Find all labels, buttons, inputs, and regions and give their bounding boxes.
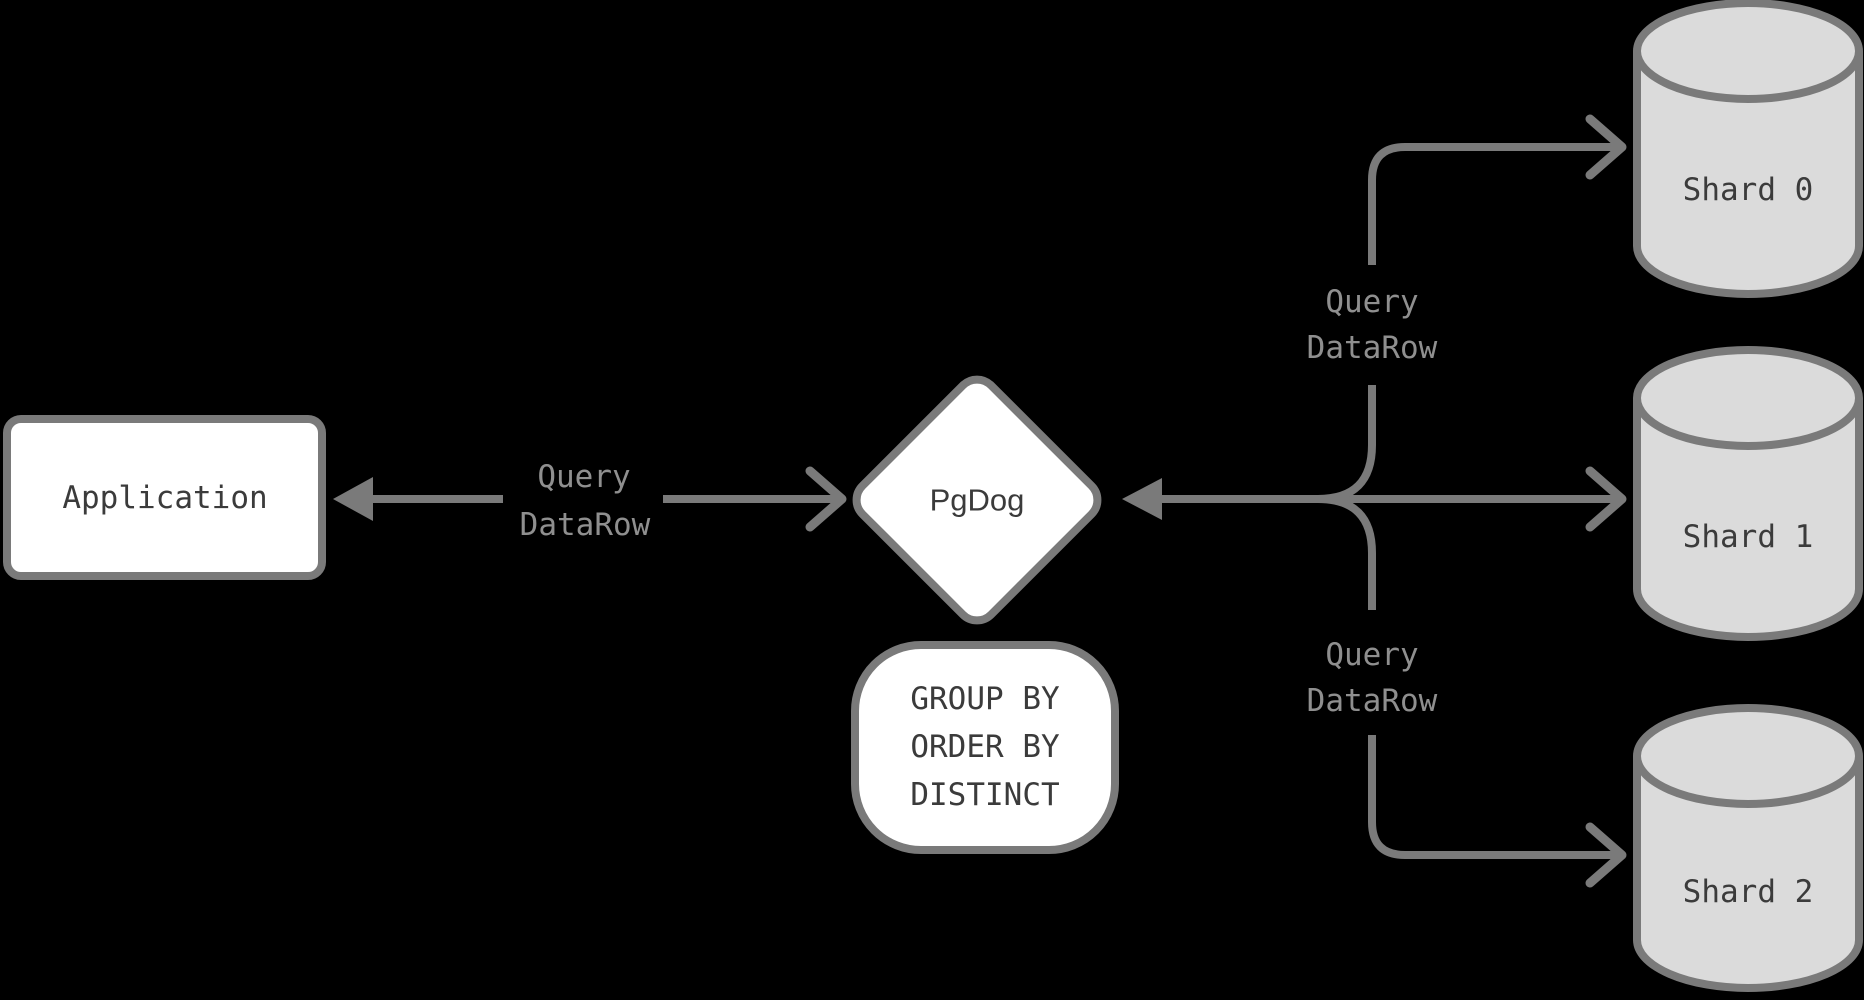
shard2-cylinder: Shard 2 [1633, 704, 1863, 992]
pgdog-diamond [852, 375, 1102, 625]
edge-branch-up-junction [1317, 385, 1376, 503]
shard2-cylinder-body [1633, 704, 1863, 992]
arrowhead-into-shard2 [1585, 822, 1627, 888]
arrowhead-into-shard1 [1585, 466, 1627, 532]
edge-branch-down-junction [1317, 495, 1376, 610]
edge-label-shard0-query: Query [1325, 284, 1418, 320]
aggregates-line-3: DISTINCT [910, 777, 1059, 813]
edge-label-shard0-datarow: DataRow [1307, 330, 1438, 366]
arrowhead-into-pgdog-right [1122, 478, 1162, 520]
edge-label-app-pgdog-datarow: DataRow [520, 507, 651, 543]
edge-branch-to-shard2 [1368, 735, 1617, 859]
edge-label-shard2-query: Query [1325, 637, 1418, 673]
application-node [3, 415, 326, 580]
shard1-cylinder-body [1633, 346, 1863, 641]
edge-branch-to-shard0 [1368, 143, 1617, 265]
application-label: Application [62, 480, 267, 516]
shard0-cylinder-body [1633, 0, 1863, 298]
arrowhead-into-shard0 [1585, 114, 1627, 180]
shard0-label: Shard 0 [1683, 172, 1814, 208]
shard1-label: Shard 1 [1683, 519, 1814, 555]
edge-label-app-pgdog-query: Query [537, 459, 630, 495]
aggregates-line-2: ORDER BY [910, 729, 1060, 765]
arrowhead-into-pgdog-left [805, 466, 847, 532]
aggregates-line-1: GROUP BY [910, 681, 1060, 717]
shard1-cylinder-rim [1633, 397, 1863, 450]
shard1-cylinder: Shard 1 [1633, 346, 1863, 641]
shard2-cylinder-rim [1633, 755, 1863, 808]
shard0-cylinder: Shard 0 [1633, 0, 1863, 298]
shard0-cylinder-rim [1633, 50, 1863, 103]
aggregates-node [851, 641, 1119, 854]
shard2-label: Shard 2 [1683, 874, 1814, 910]
edge-label-shard2-datarow: DataRow [1307, 683, 1438, 719]
pgdog-label: PgDog [930, 483, 1025, 518]
arrowhead-into-application [333, 477, 373, 521]
